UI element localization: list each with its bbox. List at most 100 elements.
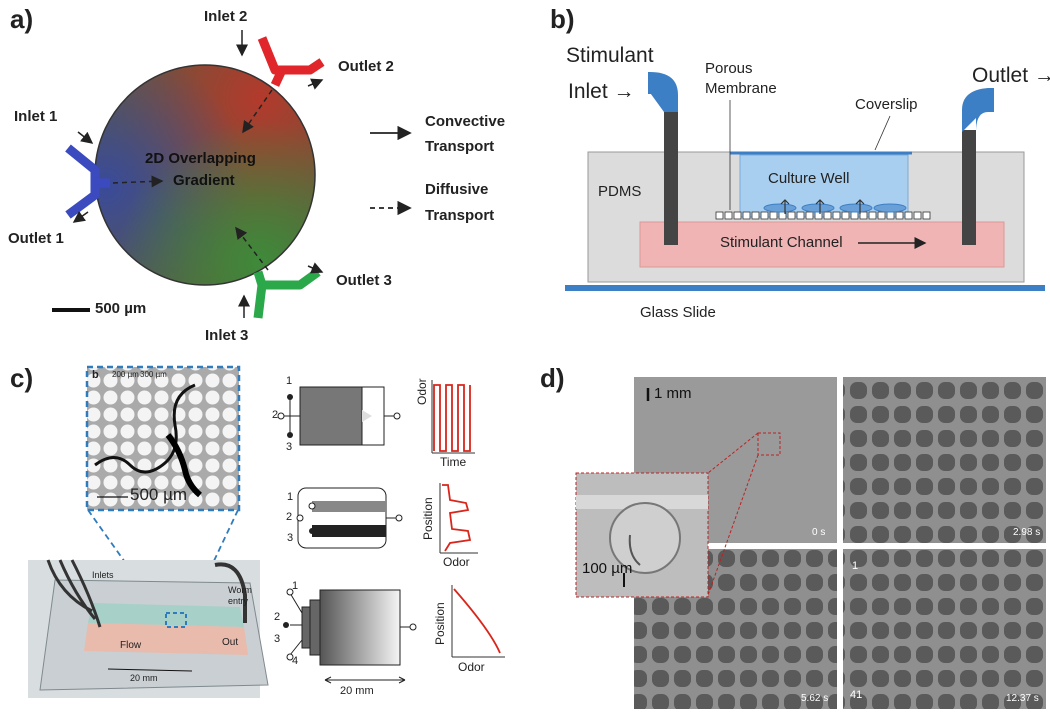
s1-port-2: 2 — [272, 409, 279, 421]
panel-b-label: b) — [550, 4, 575, 34]
stimulant-channel — [639, 221, 1005, 268]
time-12-37s: 12.37 s — [1006, 693, 1039, 704]
plot1-xlabel: Time — [440, 455, 467, 469]
photo-inlets: Inlets — [92, 570, 114, 580]
s2-port-2: 2 — [286, 511, 293, 523]
coverslip-pointer — [874, 115, 891, 151]
plot2-xlabel: Odor — [443, 555, 470, 569]
legend-convective-1: Convective — [425, 113, 506, 130]
zoom-source-box — [757, 432, 781, 456]
inlet3-label: Inlet 3 — [205, 327, 249, 344]
photo-worm-2: entry — [228, 596, 249, 606]
scale-100um-label: 100 µm — [582, 560, 633, 577]
photo-dim: 20 mm — [130, 673, 158, 683]
diffusion-arrows — [780, 199, 865, 214]
pdms-label: PDMS — [598, 183, 642, 200]
inset-dim-2: 300 µm — [140, 370, 167, 379]
worm-body — [165, 433, 202, 498]
pillar-inset — [85, 365, 241, 512]
inlet-tube-top — [648, 72, 678, 112]
device-photo — [28, 559, 269, 698]
panel-d-label: d) — [540, 363, 565, 393]
outlet1-label: Outlet 1 — [8, 230, 64, 247]
plot1-ylabel: Odor — [415, 378, 429, 405]
s1-port-1: 1 — [286, 375, 293, 387]
frame-2-98s — [843, 377, 1046, 543]
panel-a-label: a) — [10, 4, 34, 34]
plot2-ylabel: Position — [421, 497, 435, 540]
outlet-tube — [962, 130, 976, 245]
center-text-1: 2D Overlapping — [145, 150, 256, 167]
cells — [763, 203, 907, 213]
photo-worm-1: Worm — [228, 585, 252, 595]
legend-convective-2: Transport — [425, 138, 495, 155]
scale-1mm-label: 1 mm — [654, 385, 692, 402]
time-0s: 0 s — [812, 527, 826, 538]
photo-flow: Flow — [120, 640, 142, 651]
frame-12-37s — [843, 549, 1046, 709]
gradient-chamber — [94, 64, 316, 286]
inlet1-arrow — [77, 131, 94, 144]
worm-track — [94, 383, 196, 474]
inlet2-channel — [257, 36, 325, 87]
outlet-tube-top — [962, 88, 994, 132]
legend-diffusive-1: Diffusive — [425, 181, 489, 198]
inlet2-label: Inlet 2 — [204, 8, 248, 25]
plot-position-odor-1 — [439, 483, 478, 554]
porous-membrane — [715, 211, 931, 220]
porous-label-2: Membrane — [705, 80, 777, 97]
scale-bar-a-label: 500 µm — [95, 300, 147, 317]
outlet2-arrow — [307, 78, 324, 90]
count-41: 41 — [850, 689, 863, 701]
time-5-62s: 5.62 s — [801, 693, 829, 704]
inlet1-label: Inlet 1 — [14, 108, 58, 125]
outlet1-arrow — [72, 211, 89, 223]
inlet1-channel — [65, 144, 110, 219]
photo-out: Out — [222, 637, 239, 648]
legend-diffusive-2: Transport — [425, 207, 495, 224]
inset-scale-label: 500 µm — [130, 485, 188, 504]
panel-d: d) 1 mm 100 µm 0 s 2.98 s 5.62 s 12.37 s… — [540, 355, 1050, 714]
stimulant-label-1: Stimulant — [566, 44, 654, 67]
outlet3-arrow — [307, 262, 324, 274]
schematic-stripes — [296, 487, 403, 549]
outlet-label: Outlet → — [972, 64, 1050, 87]
plot-position-odor-2 — [451, 585, 505, 658]
s2-port-1: 1 — [287, 491, 294, 503]
worm-device-figure — [28, 365, 505, 698]
stimulant-label-2: Inlet → — [568, 80, 635, 103]
schematic-pulse — [277, 386, 401, 446]
glass-label: Glass Slide — [640, 304, 716, 321]
microscopy-frames — [575, 377, 1046, 709]
count-1: 1 — [852, 560, 859, 572]
panel-b: b) Stimulant Inlet → Porous Membrane Cov… — [540, 0, 1050, 350]
valve-inset — [575, 472, 709, 598]
inlet3-channel — [253, 268, 321, 319]
culture-well-label: Culture Well — [768, 170, 850, 187]
outlet2-label: Outlet 2 — [338, 58, 394, 75]
diagram-dim: 20 mm — [340, 685, 374, 697]
plot3-ylabel: Position — [433, 602, 447, 645]
schematic-gradient — [283, 588, 417, 684]
gradient-device-diagram — [52, 30, 412, 319]
inlet-tube — [664, 110, 678, 245]
inset-dim-1: 200 µm — [112, 370, 139, 379]
s3-port-4: 4 — [292, 655, 299, 667]
coverslip-label: Coverslip — [855, 96, 918, 113]
zoom-line-top — [707, 432, 759, 474]
time-2-98s: 2.98 s — [1013, 527, 1041, 538]
channel-label: Stimulant Channel — [720, 234, 843, 251]
panel-c-label: c) — [10, 363, 34, 393]
inset-letter: b — [92, 369, 99, 381]
s3-port-3: 3 — [274, 633, 281, 645]
diffusive-arrow-1 — [112, 175, 164, 188]
panel-c: c) — [0, 355, 540, 714]
plot-odor-time — [431, 380, 475, 454]
s3-port-1: 1 — [292, 580, 299, 592]
center-text-2: Gradient — [173, 172, 235, 189]
s2-port-3: 3 — [287, 532, 294, 544]
s1-port-3: 3 — [286, 441, 293, 453]
s3-port-2: 2 — [274, 611, 281, 623]
outlet3-label: Outlet 3 — [336, 272, 392, 289]
plot3-xlabel: Odor — [458, 660, 485, 674]
